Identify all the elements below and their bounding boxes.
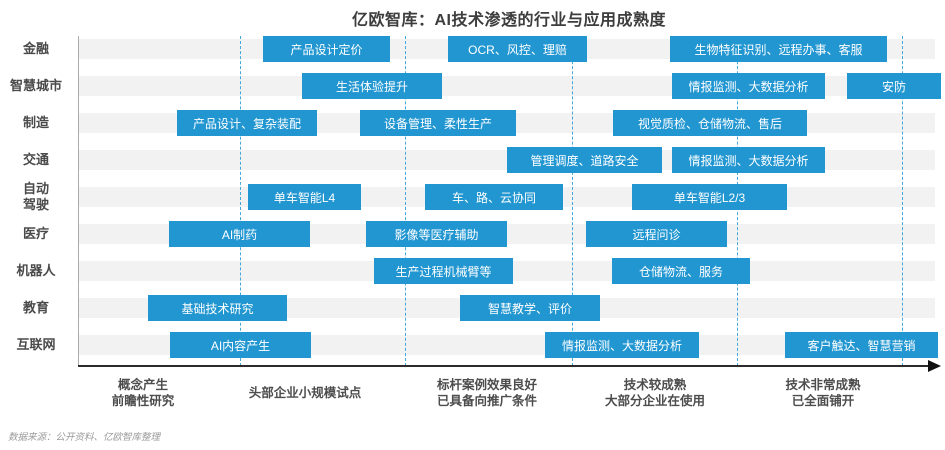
row-label-industry: 制造 — [22, 115, 49, 130]
maturity-bar: 生产过程机械臂等 — [374, 258, 513, 284]
maturity-bar: 单车智能L2/3 — [632, 184, 787, 210]
row-label-industry: 智慧城市 — [9, 78, 62, 93]
x-axis-stage-label: 头部企业小规模试点 — [248, 386, 362, 400]
row-label-industry: 互联网 — [16, 337, 56, 352]
maturity-bar: 单车智能L4 — [248, 184, 361, 210]
maturity-bar: 车、路、云协同 — [425, 184, 563, 210]
row-label-industry: 机器人 — [16, 263, 56, 278]
maturity-bar: 情报监测、大数据分析 — [545, 332, 699, 358]
maturity-bar: 仓储物流、服务 — [612, 258, 750, 284]
maturity-bar: 影像等医疗辅助 — [366, 221, 507, 247]
row-label-industry: 教育 — [22, 300, 49, 315]
maturity-bar: AI制药 — [169, 221, 310, 247]
row-label-industry: 交通 — [22, 152, 49, 167]
maturity-bar: 生活体验提升 — [302, 73, 442, 99]
source-note: 数据来源：公开资料、亿欧智库整理 — [8, 432, 161, 443]
row-label-industry: 医疗 — [22, 226, 49, 241]
x-axis-stage-label: 技术非常成熟 已全面铺开 — [785, 378, 861, 408]
maturity-bar: 管理调度、道路安全 — [507, 147, 662, 173]
x-axis-stage-label: 技术较成熟 大部分企业在使用 — [604, 378, 705, 408]
maturity-bar: 产品设计定价 — [263, 36, 390, 62]
maturity-bar: OCR、风控、理赔 — [448, 36, 587, 62]
stage-boundary-dashed-line — [240, 36, 241, 366]
x-axis-stage-label: 标杆案例效果良好 已具备向推广条件 — [436, 378, 537, 408]
maturity-bar: 安防 — [847, 73, 941, 99]
chart-title: 亿欧智库：AI技术渗透的行业与应用成熟度 — [351, 12, 666, 29]
x-axis-arrow-icon — [928, 360, 941, 372]
maturity-bar: 视觉质检、仓储物流、售后 — [613, 110, 807, 136]
y-axis-line — [78, 36, 79, 366]
maturity-bar: 设备管理、柔性生产 — [360, 110, 516, 136]
maturity-bar: 情报监测、大数据分析 — [672, 147, 825, 173]
stage-boundary-dashed-line — [405, 36, 406, 366]
maturity-bar: 生物特征识别、远程办事、客服 — [670, 36, 887, 62]
maturity-bar: 远程问诊 — [586, 221, 727, 247]
maturity-bar: 情报监测、大数据分析 — [672, 73, 825, 99]
x-axis-line — [78, 365, 930, 367]
stage-boundary-dashed-line — [902, 36, 903, 366]
stage-boundary-dashed-line — [572, 36, 573, 366]
row-label-industry: 金融 — [22, 41, 49, 56]
maturity-bar: AI内容产生 — [170, 332, 311, 358]
maturity-bar: 基础技术研究 — [148, 295, 287, 321]
row-label-industry: 自动 驾驶 — [22, 181, 49, 212]
x-axis-stage-label: 概念产生 前瞻性研究 — [111, 378, 175, 408]
maturity-bar: 智慧教学、评价 — [460, 295, 600, 321]
maturity-bar: 客户触达、智慧营销 — [785, 332, 938, 358]
maturity-bar: 产品设计、复杂装配 — [177, 110, 317, 136]
